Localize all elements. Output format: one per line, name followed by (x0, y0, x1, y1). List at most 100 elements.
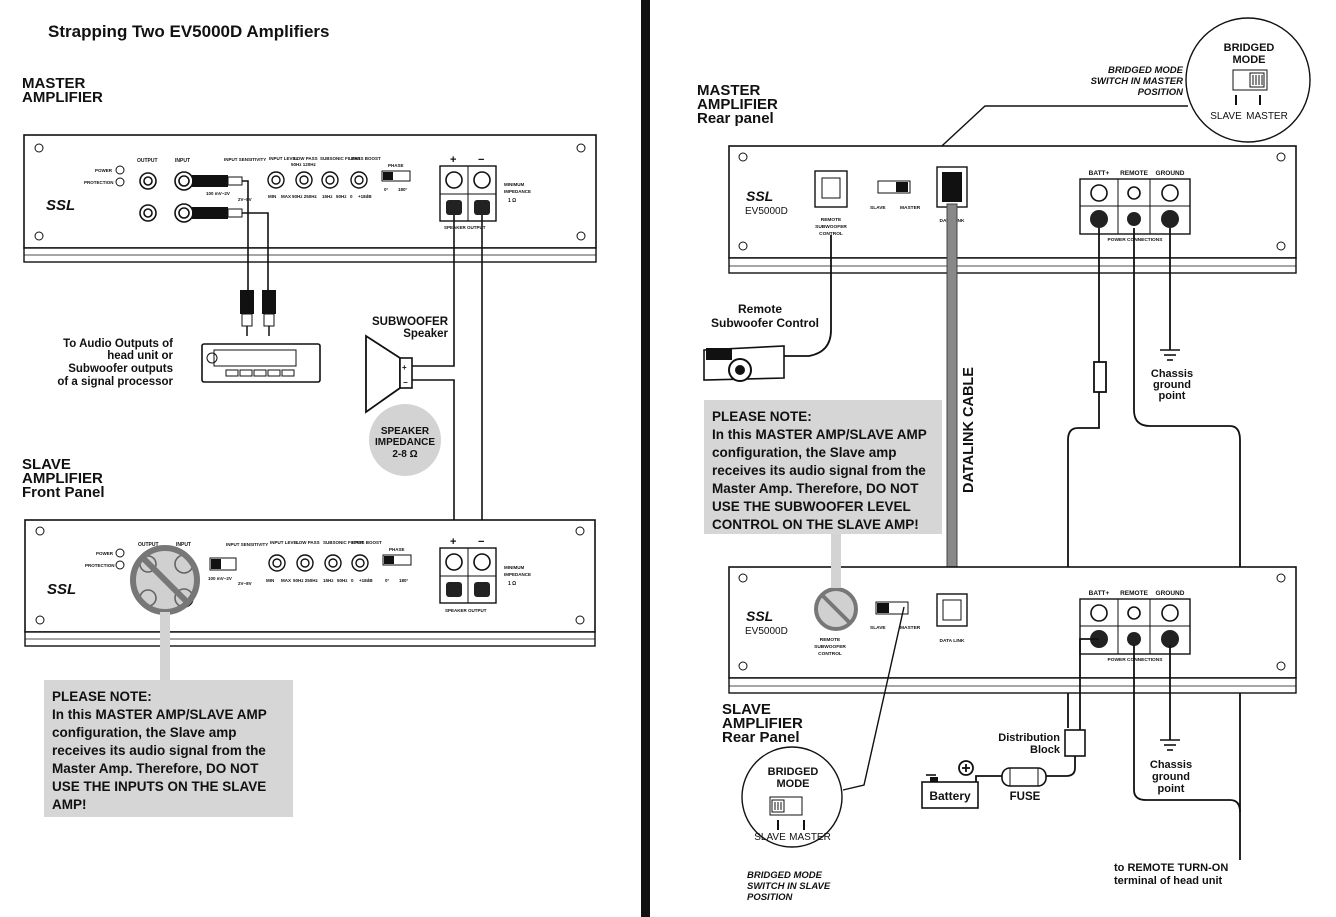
svg-text:CONTROL: CONTROL (818, 651, 842, 657)
datalink-cable (946, 203, 958, 600)
svg-text:REMOTE: REMOTE (821, 217, 842, 223)
svg-text:LOW PASS: LOW PASS (296, 540, 320, 545)
svg-text:MASTER: MASTER (900, 625, 921, 631)
slave-power-wiring (975, 638, 1241, 813)
svg-text:Speaker: Speaker (403, 328, 448, 340)
svg-text:MIN: MIN (266, 578, 274, 583)
bridged-mode-master-callout: BRIDGED MODE SLAVE MASTER (1185, 17, 1311, 143)
svg-text:MINIMUM: MINIMUM (504, 182, 524, 187)
callout-line (842, 606, 905, 791)
slave-amp-label: SLAVE AMPLIFIER Front Panel (22, 456, 105, 501)
svg-text:REMOTE: REMOTE (1120, 590, 1148, 597)
svg-text:−: − (478, 154, 484, 166)
svg-text:INPUT: INPUT (176, 542, 191, 548)
power-wiring (1067, 228, 1241, 860)
svg-text:MASTER: MASTER (22, 75, 86, 92)
svg-text:AMPLIFIER: AMPLIFIER (22, 470, 103, 487)
svg-text:50Hz 120Hz: 50Hz 120Hz (291, 162, 317, 167)
distribution-block-label: Distribution Block (998, 732, 1061, 756)
svg-text:SUBWOOFER: SUBWOOFER (815, 224, 847, 230)
svg-text:INPUT SENSITIVITY: INPUT SENSITIVITY (226, 542, 268, 547)
svg-text:SLAVE: SLAVE (1210, 111, 1242, 122)
svg-text:INPUT SENSITIVITY: INPUT SENSITIVITY (224, 157, 266, 162)
slave-rear-label: SLAVE AMPLIFIER Rear Panel (722, 701, 803, 746)
svg-text:IMPEDANCE: IMPEDANCE (504, 572, 531, 577)
svg-text:2V~8V: 2V~8V (238, 197, 252, 202)
svg-text:−: − (478, 536, 484, 548)
bridged-mode-master-caption: BRIDGED MODE SWITCH IN MASTER POSITION (1091, 65, 1184, 98)
fuse-icon (1001, 767, 1047, 787)
svg-text:MASTER: MASTER (1246, 111, 1288, 122)
datalink-cable-label: DATALINK CABLE (961, 367, 977, 493)
svg-text:Block: Block (1030, 744, 1061, 756)
svg-text:SLAVE: SLAVE (754, 832, 786, 843)
chassis-ground-top-label: Chassis ground point (1151, 368, 1193, 402)
speaker-impedance-badge: SPEAKER IMPEDANCE 2-8 Ω (369, 404, 441, 476)
svg-text:180°: 180° (399, 578, 409, 583)
svg-text:180°: 180° (398, 187, 408, 192)
distribution-block (1064, 729, 1086, 757)
svg-text:2V~8V: 2V~8V (238, 581, 252, 586)
note-pointer (160, 612, 170, 680)
svg-text:SWITCH IN SLAVE: SWITCH IN SLAVE (747, 881, 831, 892)
svg-text:MAX: MAX (281, 578, 291, 583)
master-front-panel: SSL POWER PROTECTION OUTPUT INPUT INPUT … (23, 134, 597, 263)
svg-text:INPUT LEVEL: INPUT LEVEL (270, 540, 300, 545)
svg-text:point: point (1159, 390, 1186, 402)
page-divider (641, 0, 650, 917)
svg-text:GROUND: GROUND (1156, 590, 1185, 597)
bridged-mode-slave-callout: BRIDGED MODE SLAVE MASTER (741, 746, 843, 848)
svg-text:To Audio Outputs of: To Audio Outputs of (63, 338, 173, 350)
svg-text:PHASE: PHASE (389, 547, 405, 552)
svg-text:SWITCH IN MASTER: SWITCH IN MASTER (1091, 76, 1183, 87)
svg-text:Front Panel: Front Panel (22, 484, 105, 501)
svg-text:OUTPUT: OUTPUT (138, 542, 159, 548)
svg-text:REMOTE: REMOTE (820, 637, 841, 643)
svg-text:MASTER: MASTER (697, 82, 761, 99)
svg-text:Chassis: Chassis (1151, 368, 1193, 380)
svg-text:100 mV~2V: 100 mV~2V (206, 191, 230, 196)
svg-text:DATA LINK: DATA LINK (940, 638, 965, 644)
prohibited-icon (814, 587, 858, 631)
note-slave-level-control: PLEASE NOTE: In this MASTER AMP/SLAVE AM… (704, 400, 942, 534)
remote-control-label: Remote Subwoofer Control (711, 302, 819, 330)
svg-text:0: 0 (350, 194, 353, 199)
svg-text:BRIDGED: BRIDGED (768, 766, 819, 778)
head-unit-icon (201, 343, 321, 383)
svg-text:BATT+: BATT+ (1089, 170, 1110, 177)
battery-icon (921, 760, 979, 809)
svg-text:Distribution: Distribution (998, 732, 1060, 744)
rca-cable (242, 180, 269, 290)
slave-rear-panel: SSL EV5000D REMOTE SUBWOOFER CONTROL SLA… (728, 566, 1297, 694)
svg-text:0°: 0° (384, 187, 389, 192)
remote-turn-on-label: to REMOTE TURN-ON terminal of head unit (1114, 862, 1228, 887)
svg-text:LOW PASS: LOW PASS (294, 156, 318, 161)
svg-text:SSL: SSL (47, 581, 76, 598)
svg-text:1 Ω: 1 Ω (508, 198, 516, 204)
svg-text:−: − (403, 378, 408, 387)
svg-text:50Hz: 50Hz (337, 578, 348, 583)
head-unit-label: To Audio Outputs of head unit or Subwoof… (57, 338, 173, 388)
svg-text:POSITION: POSITION (747, 892, 794, 903)
svg-text:SUBSONIC FILTER: SUBSONIC FILTER (323, 540, 364, 545)
svg-text:SSL: SSL (746, 188, 773, 204)
note-pointer (831, 534, 841, 588)
svg-text:SLAVE: SLAVE (870, 625, 886, 631)
svg-text:BASS BOOST: BASS BOOST (352, 540, 382, 545)
svg-text:MAX: MAX (281, 194, 291, 199)
brand-logo: SSL (46, 197, 75, 214)
svg-text:BATT+: BATT+ (1089, 590, 1110, 597)
svg-text:SUBWOOFER: SUBWOOFER (814, 644, 846, 650)
svg-text:PROTECTION: PROTECTION (85, 563, 115, 568)
svg-text:2-8 Ω: 2-8 Ω (392, 449, 417, 460)
diagram-title: Strapping Two EV5000D Amplifiers (48, 22, 330, 41)
svg-text:MINIMUM: MINIMUM (504, 565, 524, 570)
svg-text:POSITION: POSITION (1138, 87, 1185, 98)
chassis-ground-bottom-label: Chassis ground point (1150, 759, 1192, 795)
subwoofer-label: SUBWOOFER Speaker (372, 316, 449, 340)
battery-label: Battery (929, 789, 971, 803)
ground-icon (1160, 739, 1180, 751)
svg-text:+18dB: +18dB (359, 578, 373, 583)
svg-text:IMPEDANCE: IMPEDANCE (375, 437, 435, 448)
svg-text:of a signal processor: of a signal processor (57, 376, 173, 388)
